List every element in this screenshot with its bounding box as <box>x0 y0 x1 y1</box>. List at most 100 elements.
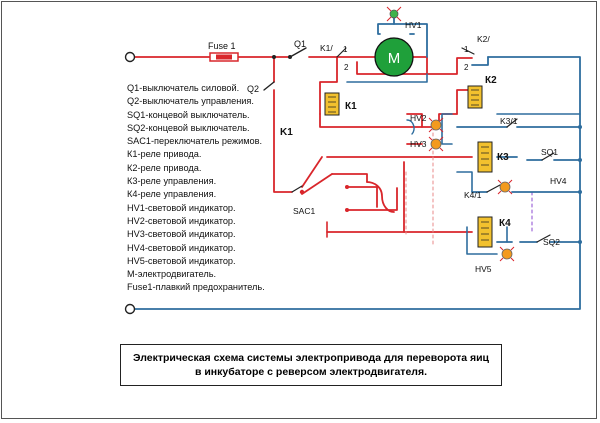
node-blue-2 <box>578 158 582 162</box>
k3-contact-label: K3/1 <box>500 116 518 126</box>
k2-contact-1 <box>461 47 475 55</box>
q2-switch <box>263 81 275 91</box>
sac1-arc <box>366 181 395 213</box>
motor-label: M <box>388 50 401 67</box>
hv4-lamp-icon <box>497 179 513 195</box>
hv2-label: HV2 <box>410 113 427 123</box>
legend-item: SQ2-концевой выключатель. <box>127 122 250 133</box>
legend-item: К3-реле управления. <box>127 176 217 187</box>
k1-side-label: K1 <box>280 127 293 138</box>
node-blue-4 <box>578 240 582 244</box>
legend-item: SAC1-переключатель режимов. <box>127 136 263 147</box>
red-wire-k1 <box>308 56 338 115</box>
legend-item: HV2-световой индикатор. <box>127 215 236 226</box>
sac1-wire-b <box>346 186 378 208</box>
legend-item: Q1-выключатель силовой. <box>127 83 240 93</box>
sac1-wire-c <box>346 187 398 211</box>
sq1-switch <box>541 152 555 161</box>
legend-item: К1-реле привода. <box>127 149 202 160</box>
blue-hv-bridge <box>441 113 453 145</box>
legend-item: К2-реле привода. <box>127 162 202 173</box>
k4-coil-windings <box>481 221 489 241</box>
k2-contact-label: K2/ <box>477 34 490 44</box>
k1-contact-2-label: 2 <box>344 63 349 72</box>
hv3-lamp-icon <box>428 136 444 152</box>
terminal-bottom <box>124 303 136 315</box>
k3-contact-switch <box>506 118 518 128</box>
blue-k2-contact <box>471 56 489 66</box>
sac1-lever-2 <box>301 173 333 195</box>
k2-coil-windings <box>471 89 479 106</box>
red-wire-to-k2 <box>426 57 473 75</box>
hv4-label: HV4 <box>550 176 567 186</box>
hv2-lamp-icon <box>428 117 444 133</box>
legend-item: HV5-световой индикатор. <box>127 255 236 266</box>
red-wire-bottom-loop <box>326 161 405 233</box>
blue-hv5-wire <box>466 226 498 255</box>
sac1-wire-a <box>331 173 368 183</box>
hv1-rays-icon <box>386 6 402 22</box>
k1-coil-icon <box>324 92 340 116</box>
legend-item: Fuse1-плавкий предохранитель. <box>127 282 265 293</box>
k4-contact-label: K4/1 <box>464 190 482 200</box>
red-wire-hv2 <box>406 113 423 128</box>
sac1-node-c <box>345 208 349 212</box>
node-blue-1 <box>578 125 582 129</box>
legend-item: М-электродвигатель. <box>127 269 217 280</box>
k4-coil-icon <box>477 216 493 248</box>
hv3-label: HV3 <box>410 139 427 149</box>
k1-coil-windings <box>328 96 336 113</box>
sac1-node <box>299 189 305 195</box>
blue-return-wire <box>132 56 581 310</box>
legend-item: К4-реле управления. <box>127 189 217 200</box>
sq2-label: SQ2 <box>543 237 560 247</box>
node-q2 <box>272 55 276 59</box>
k1-coil-label: К1 <box>345 101 357 112</box>
hv5-lamp-icon <box>499 246 515 262</box>
fuse-element <box>216 54 232 60</box>
q1-label: Q1 <box>294 39 306 49</box>
k1-contact-1-label: 1 <box>343 45 348 54</box>
q1-switch <box>289 47 307 58</box>
motor-icon <box>374 37 414 77</box>
sac1-node-b <box>345 185 349 189</box>
k2-contact-1-label: 1 <box>464 45 469 54</box>
hv1-label: HV1 <box>405 20 422 30</box>
hv1-lamp-icon <box>389 9 399 19</box>
k4-contact-switch <box>486 184 501 193</box>
k1-contact-label: K1/ <box>320 43 333 53</box>
node-blue-3 <box>578 190 582 194</box>
k2-contact-2-label: 2 <box>464 63 469 72</box>
terminal-top <box>124 51 136 63</box>
red-wire-k2-coil <box>456 89 473 115</box>
hv5-label: HV5 <box>475 264 492 274</box>
k3-coil-windings <box>481 146 489 166</box>
sac1-label: SAC1 <box>293 206 315 216</box>
blue-k4-contact-link <box>456 171 473 193</box>
k3-coil-label: К3 <box>497 152 509 163</box>
legend-item: HV1-световой индикатор. <box>127 202 236 213</box>
k2-coil-icon <box>467 85 483 109</box>
sac1-lever-1 <box>301 156 323 188</box>
red-wire-to-sac1 <box>273 89 293 193</box>
fuse-label: Fuse 1 <box>208 41 236 51</box>
k4-coil-label: К4 <box>499 218 511 229</box>
legend-item: HV3-световой индикатор. <box>127 229 236 240</box>
blue-hv-crossover <box>406 119 415 135</box>
circuit-diagram: Fuse 1 Q1 Q2 K1/ 1 2 K2/ 1 2 M HV1 К1 K1… <box>124 6 582 315</box>
sq1-label: SQ1 <box>541 147 558 157</box>
blue-hv1-wire <box>377 23 428 58</box>
k3-coil-icon <box>477 141 493 173</box>
legend: Q1-выключатель силовой. Q2-выключатель у… <box>127 82 265 295</box>
q2-label: Q2 <box>247 84 259 94</box>
legend-item: HV4-световой индикатор. <box>127 242 236 253</box>
k1-contact-1 <box>336 47 347 58</box>
legend-item: SQ1-концевой выключатель. <box>127 109 250 120</box>
caption-text: Электрическая схема системы электроприво… <box>132 352 490 378</box>
k2-coil-label: К2 <box>485 75 497 86</box>
blue-k1-contact <box>346 73 428 83</box>
sq2-switch <box>536 234 551 243</box>
caption-box: Электрическая схема системы электроприво… <box>120 344 502 386</box>
sac1-pivot <box>291 185 303 193</box>
